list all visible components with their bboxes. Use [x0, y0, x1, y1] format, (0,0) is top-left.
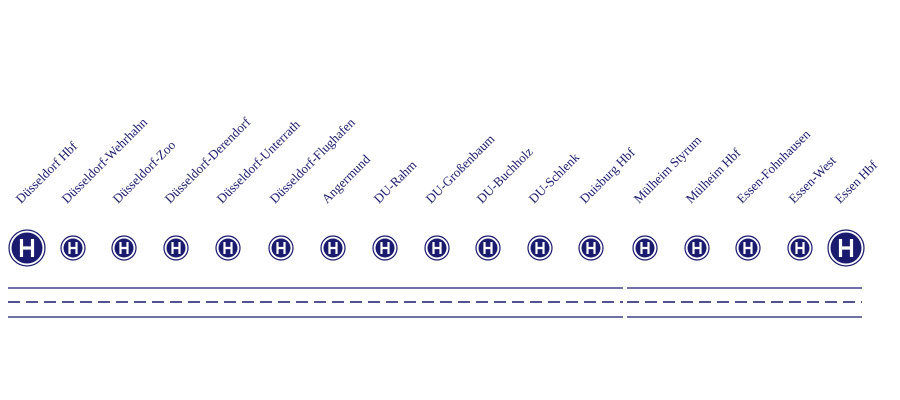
- bus-stop-h-icon: [8, 229, 46, 267]
- station-label: Düsseldorf-Wehrhahn: [59, 114, 151, 206]
- station-label: Angermund: [319, 151, 374, 206]
- bus-stop-h-icon: [684, 235, 710, 261]
- bus-stop-h-icon: [111, 235, 137, 261]
- bus-stop-h-icon: [320, 235, 346, 261]
- bus-stop-h-icon: [787, 235, 813, 261]
- station-label: Duisburg Hbf: [577, 144, 639, 206]
- station-label: Essen-West: [786, 153, 840, 207]
- bus-stop-h-icon: [527, 235, 553, 261]
- bus-stop-h-icon: [632, 235, 658, 261]
- bus-stop-h-icon: [578, 235, 604, 261]
- bus-stop-h-icon: [215, 235, 241, 261]
- bus-stop-h-icon: [163, 235, 189, 261]
- station-label: Essen Hbf: [832, 157, 881, 206]
- station-labels: Düsseldorf HbfDüsseldorf-WehrhahnDüsseld…: [13, 114, 881, 206]
- bus-stop-h-icon: [424, 235, 450, 261]
- bus-stop-h-icon: [372, 235, 398, 261]
- route-lines: [8, 287, 862, 318]
- station-stops: [8, 229, 865, 267]
- bus-stop-h-icon: [60, 235, 86, 261]
- station-label: DU-Schlenk: [526, 149, 583, 206]
- bus-stop-h-icon: [475, 235, 501, 261]
- bus-stop-h-icon: [268, 235, 294, 261]
- bus-stop-h-icon: [827, 229, 865, 267]
- station-label: DU-Rahm: [371, 157, 420, 206]
- station-label: Düsseldorf-Derendorf: [162, 114, 254, 206]
- bus-stop-h-icon: [735, 235, 761, 261]
